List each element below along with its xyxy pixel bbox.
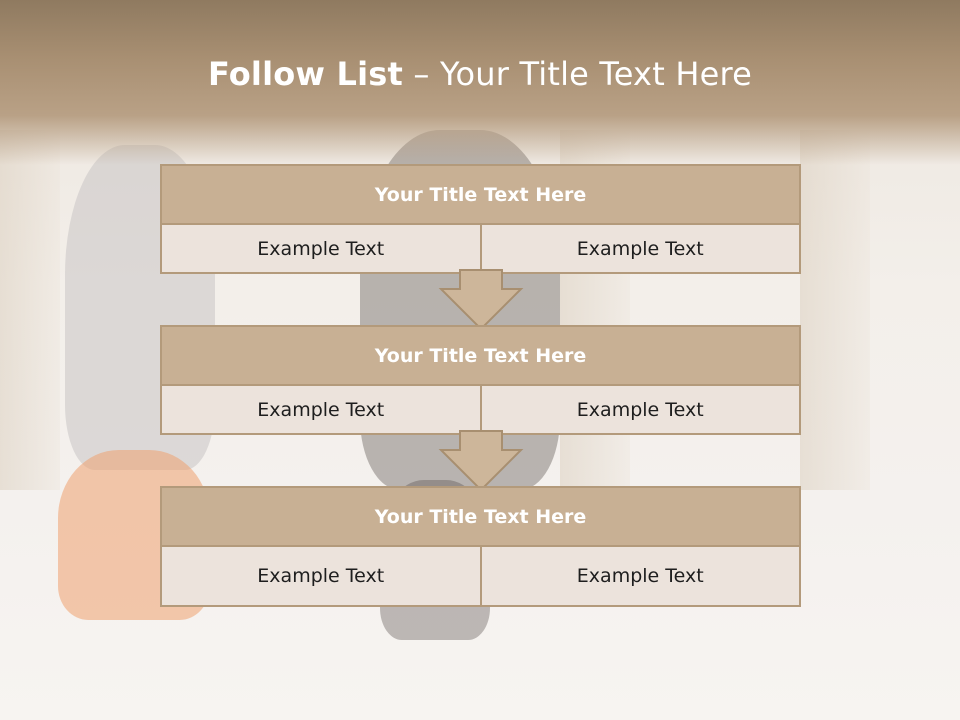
title-band bbox=[0, 0, 960, 165]
stage-title: Your Title Text Here bbox=[162, 327, 799, 386]
stage-title: Your Title Text Here bbox=[162, 488, 799, 547]
background-column bbox=[800, 130, 870, 490]
stage-cell-right: Example Text bbox=[479, 225, 799, 272]
stage-cell-left: Example Text bbox=[162, 547, 480, 605]
slide-title: Follow List – Your Title Text Here bbox=[0, 55, 960, 93]
stage-row: Example Text Example Text bbox=[162, 547, 799, 605]
title-rest: – Your Title Text Here bbox=[403, 55, 753, 93]
stage-cell-left: Example Text bbox=[162, 386, 480, 433]
flow-stage-1: Your Title Text Here Example Text Exampl… bbox=[160, 164, 801, 274]
stage-cell-right: Example Text bbox=[479, 547, 799, 605]
stage-title: Your Title Text Here bbox=[162, 166, 799, 225]
background-column bbox=[0, 130, 60, 490]
stage-cell-right: Example Text bbox=[479, 386, 799, 433]
stage-row: Example Text Example Text bbox=[162, 225, 799, 272]
flow-stage-2: Your Title Text Here Example Text Exampl… bbox=[160, 325, 801, 435]
stage-row: Example Text Example Text bbox=[162, 386, 799, 433]
down-arrow-icon bbox=[438, 430, 524, 492]
stage-cell-left: Example Text bbox=[162, 225, 480, 272]
flow-stage-3: Your Title Text Here Example Text Exampl… bbox=[160, 486, 801, 607]
title-bold: Follow List bbox=[207, 55, 404, 93]
down-arrow-icon bbox=[438, 269, 524, 331]
